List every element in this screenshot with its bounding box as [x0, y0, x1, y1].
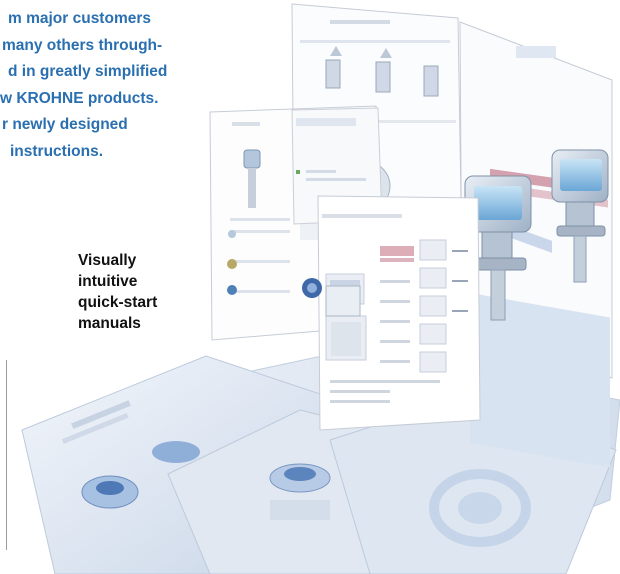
caption-line: intuitive	[78, 273, 138, 290]
intro-line: r newly designed	[2, 116, 128, 133]
intro-line: m major customers	[8, 10, 151, 27]
radar-device-1	[464, 175, 532, 321]
caption-line: quick-start	[78, 294, 158, 311]
intro-line: w KROHNE products.	[0, 89, 159, 107]
intro-paragraph: m major customers many others through- d…	[0, 6, 230, 165]
intro-line: d in greatly simplified	[8, 63, 168, 80]
manual-cover-right	[459, 21, 613, 468]
caption-line: manuals	[78, 315, 141, 332]
intro-line: many others through-	[2, 36, 163, 54]
intro-line: instructions.	[10, 142, 104, 160]
manual-page-front	[317, 195, 481, 431]
radar-device-2	[551, 149, 609, 283]
image-caption: Visually intuitive quick-start manuals	[78, 250, 208, 334]
margin-rule	[6, 360, 7, 550]
instrument-parts	[302, 278, 361, 317]
caption-line: Visually	[78, 252, 137, 269]
logo-box	[516, 46, 556, 58]
